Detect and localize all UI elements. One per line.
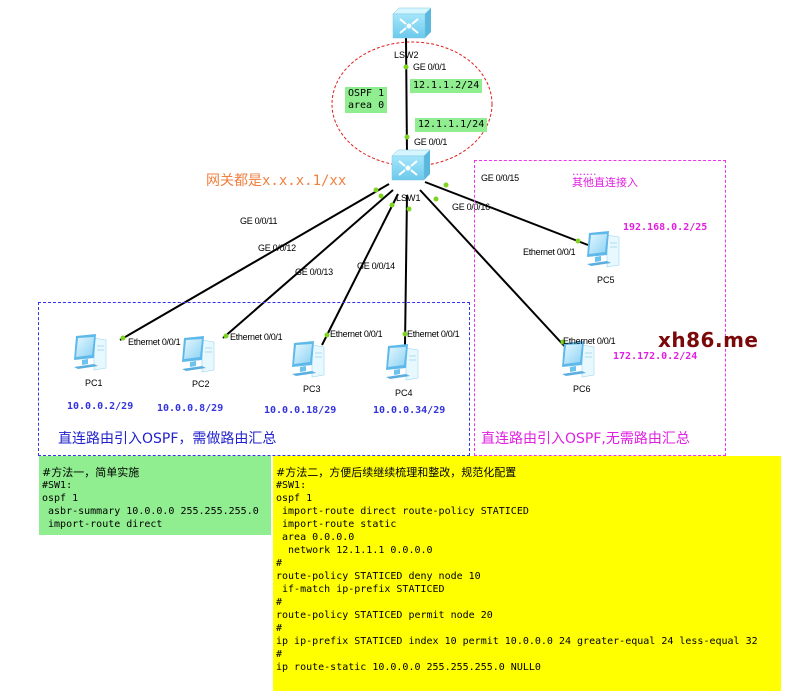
config-line: #: [276, 649, 283, 660]
config-line: network 12.1.1.1 0.0.0.0: [276, 545, 433, 556]
magenta-group-caption: 直连路由引入OSPF,无需路由汇总: [481, 431, 690, 447]
sw-port-label-pc2: GE 0/0/12: [258, 243, 296, 253]
config-line: #: [276, 623, 283, 634]
pc-icon-1[interactable]: [74, 334, 107, 371]
pc6-name: PC6: [573, 384, 591, 394]
direct-nosummary-group: [474, 160, 726, 456]
port-dot: [223, 333, 229, 339]
sw-port-label-pc4: GE 0/0/14: [357, 261, 395, 271]
ospf-process: OSPF 1: [348, 88, 385, 99]
config-line: import-route static: [276, 519, 397, 530]
switch-icon-lsw1[interactable]: [391, 149, 431, 181]
pc1-port-label: Ethernet 0/0/1: [128, 337, 181, 347]
method2-config: #方法二，方便后续继续梳理和整改，规范化配置#SW1: ospf 1 import…: [273, 456, 781, 691]
config-line: ip route-static 10.0.0.0 255.255.255.0 N…: [276, 662, 541, 673]
other-text: 其他直连接入: [572, 176, 638, 189]
config-line: ospf 1: [276, 493, 313, 504]
switch-icon-lsw2[interactable]: [392, 7, 432, 39]
port-dot: [120, 335, 126, 341]
config-line: area 0.0.0.0: [276, 532, 355, 543]
pc4-ip: 10.0.0.34/29: [373, 405, 446, 416]
port-dot: [373, 187, 379, 193]
pc4-port-label: Ethernet 0/0/1: [407, 329, 460, 339]
pc1-name: PC1: [85, 378, 103, 388]
config-line: import-route direct route-policy STATICE…: [276, 506, 529, 517]
link-lsw1-pc6: [419, 189, 569, 351]
gateway-note: 网关都是x.x.x.1/xx: [206, 173, 347, 189]
port-dot: [378, 193, 384, 199]
port-dot: [433, 196, 439, 202]
sw-port-label-pc5: GE 0/0/15: [481, 173, 519, 183]
link-lsw1-pc3: [321, 193, 399, 346]
pc1-ip: 10.0.0.2/29: [67, 401, 134, 412]
pc4-name: PC4: [395, 388, 413, 398]
config-line: ospf 1: [42, 493, 79, 504]
config-line: #SW1:: [42, 480, 73, 491]
port-dot: [389, 202, 395, 208]
config-line: asbr-summary 10.0.0.0 255.255.255.0: [42, 506, 259, 517]
ospf-area: area 0: [348, 100, 385, 111]
config-line: #: [276, 558, 283, 569]
config-line: if-match ip-prefix STATICED: [276, 584, 445, 595]
direct-summary-group: [38, 302, 470, 456]
lsw1-uplink-port-label: GE 0/0/1: [414, 137, 448, 147]
sw-port-label-pc1: GE 0/0/11: [240, 216, 278, 226]
port-dot: [402, 331, 408, 337]
lsw1-name: LSW1: [396, 193, 421, 203]
port-dot: [443, 182, 449, 188]
link-lsw1-pc2: [222, 189, 394, 339]
port-dot: [324, 332, 330, 338]
blue-group-caption: 直连路由引入OSPF，需做路由汇总: [58, 431, 277, 447]
method1-config: #方法一，简单实施#SW1: ospf 1 asbr-summary 10.0.0…: [39, 456, 271, 535]
link-lsw1-pc4: [404, 194, 408, 346]
sw-port-label-pc6: GE 0/0/16: [452, 202, 490, 212]
lsw2-port-label: GE 0/0/1: [413, 62, 447, 72]
lsw1-uplink-ip-tag: 12.1.1.1/24: [415, 118, 488, 132]
pc3-port-label: Ethernet 0/0/1: [330, 329, 383, 339]
lsw2-name: LSW2: [394, 50, 419, 60]
config-line: #SW1:: [276, 480, 307, 491]
pc-icon-4[interactable]: [386, 344, 419, 381]
pc5-ip: 192.168.0.2/25: [623, 222, 708, 233]
pc2-ip: 10.0.0.8/29: [157, 403, 224, 414]
pc2-name: PC2: [192, 379, 210, 389]
pc6-ip: 172.172.0.2/24: [613, 351, 698, 362]
pc-icon-2[interactable]: [182, 336, 215, 373]
config-line: import-route direct: [42, 519, 163, 530]
pc2-port-label: Ethernet 0/0/1: [230, 332, 283, 342]
other-dots: .......: [572, 165, 597, 178]
config-line: #: [276, 597, 283, 608]
config-line: ip ip-prefix STATICED index 10 permit 10…: [276, 636, 758, 647]
port-dot: [575, 238, 581, 244]
pc-icon-3[interactable]: [292, 341, 325, 378]
pc6-port-label: Ethernet 0/0/1: [563, 336, 616, 346]
config-line: #方法一，简单实施: [42, 466, 140, 479]
pc3-ip: 10.0.0.18/29: [264, 405, 337, 416]
port-dot: [404, 134, 410, 140]
config-line: route-policy STATICED permit node 20: [276, 610, 493, 621]
pc3-name: PC3: [303, 384, 321, 394]
pc-icon-5[interactable]: [587, 231, 620, 268]
other-direct-note: .......其他直连接入: [572, 166, 638, 188]
watermark: xh86.me: [658, 328, 759, 352]
lsw2-ip-tag: 12.1.1.2/24: [410, 79, 483, 93]
link-lsw1-pc5: [424, 181, 589, 246]
port-dot: [403, 64, 409, 70]
port-dot: [406, 206, 412, 212]
ospf-area-tag: OSPF 1 area 0: [345, 87, 388, 113]
link-lsw1-pc1: [119, 183, 390, 341]
sw-port-label-pc3: GE 0/0/13: [295, 267, 333, 277]
config-line: #方法二，方便后续继续梳理和整改，规范化配置: [276, 466, 517, 479]
pc5-name: PC5: [597, 275, 615, 285]
config-line: route-policy STATICED deny node 10: [276, 571, 481, 582]
pc-icon-6[interactable]: [562, 341, 595, 378]
pc5-port-label: Ethernet 0/0/1: [523, 247, 576, 257]
